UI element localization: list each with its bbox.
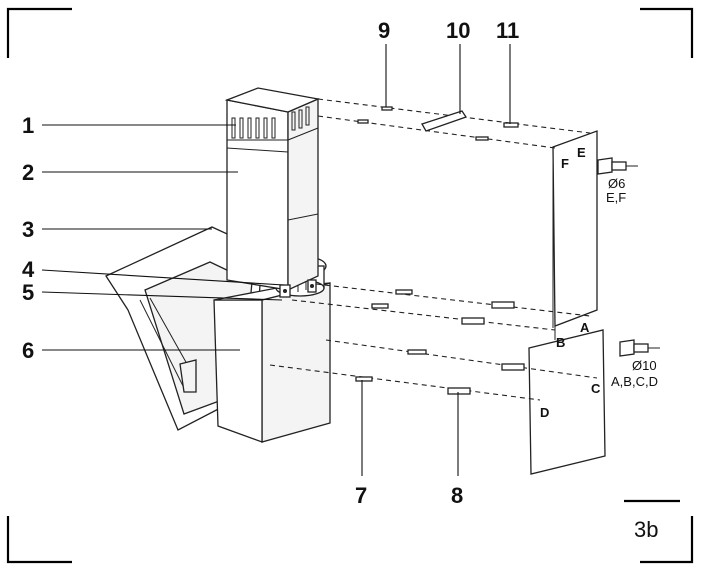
drill-icon <box>619 339 660 357</box>
drill-small-holes: E,F <box>606 190 626 205</box>
hole-label-b: B <box>556 335 565 350</box>
callout-10: 10 <box>446 18 470 43</box>
callout-8: 8 <box>451 483 463 508</box>
crop-marks <box>6 7 694 564</box>
screw-9 <box>381 106 393 111</box>
chimney <box>224 87 321 292</box>
figure-label: 3b <box>634 517 658 542</box>
callout-9: 9 <box>378 18 390 43</box>
crop-mark-bottom-right <box>640 516 694 564</box>
callout-2: 2 <box>22 160 34 185</box>
chimney-vent-slots <box>231 106 310 139</box>
plug-11 <box>503 122 519 128</box>
crop-mark-bottom-left <box>6 516 72 564</box>
plug-8 <box>447 387 471 395</box>
callout-4: 4 <box>22 257 35 282</box>
callout-numbers: 1 2 3 4 5 6 7 8 9 10 11 <box>22 18 519 508</box>
callout-11: 11 <box>496 18 519 43</box>
hole-label-c: C <box>591 381 601 396</box>
callout-6: 6 <box>22 338 34 363</box>
fixings <box>355 106 525 395</box>
drill-small-diameter: Ø6 <box>608 176 625 191</box>
callout-1: 1 <box>22 113 34 138</box>
hole-label-f: F <box>561 156 569 171</box>
drill-large-diameter: Ø10 <box>632 358 657 373</box>
hole-label-d: D <box>540 405 549 420</box>
hood-body <box>213 282 331 443</box>
callout-5: 5 <box>22 280 34 305</box>
crop-mark-top-right <box>640 7 694 58</box>
leader-lines <box>41 44 511 476</box>
wall-plate <box>528 130 606 475</box>
bracket-10 <box>421 110 468 132</box>
screw-7 <box>355 376 373 382</box>
hole-letters: A B C D E F <box>540 145 601 420</box>
callout-7: 7 <box>355 483 367 508</box>
drill-icon <box>597 157 638 175</box>
drill-specs: Ø6 E,F Ø10 A,B,C,D <box>606 176 658 389</box>
crop-mark-top-left <box>6 7 72 58</box>
hole-label-e: E <box>577 145 586 160</box>
mounting-brackets <box>279 279 317 298</box>
callout-3: 3 <box>22 217 34 242</box>
drill-large-holes: A,B,C,D <box>611 374 658 389</box>
hole-label-a: A <box>580 320 590 335</box>
